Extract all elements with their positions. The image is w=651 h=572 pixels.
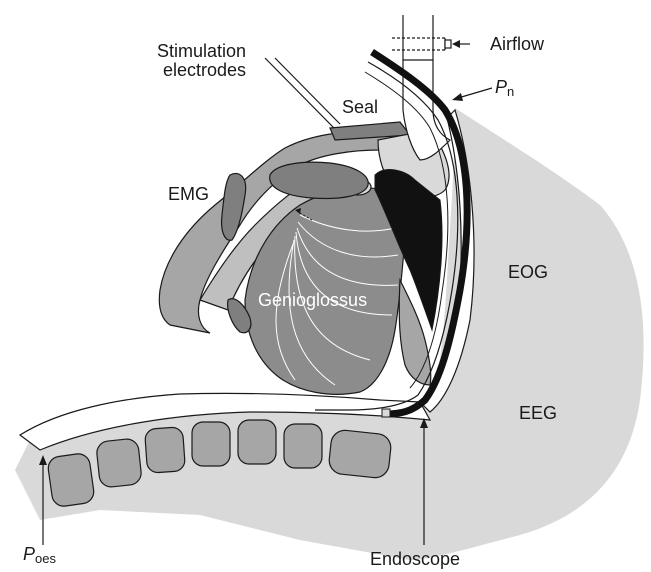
emg-label: EMG [168,185,209,203]
pn-label: Pn [495,78,514,98]
soft-palate [270,162,369,198]
pn-subscript: n [507,84,514,99]
genioglossus-label: Genioglossus [258,291,367,309]
endoscope-tip [382,409,390,417]
airflow-label: Airflow [490,35,544,53]
endoscope-label: Endoscope [370,550,460,568]
eeg-label: EEG [519,404,557,422]
stimulation-label: Stimulation electrodes [157,42,246,81]
stimulation-wires [265,58,340,128]
pn-letter: P [495,77,507,97]
airflow-tube [392,15,451,60]
seal-label: Seal [342,98,378,116]
stimulation-line-2: electrodes [157,61,246,80]
eog-label: EOG [508,263,548,281]
poes-label: Poes [23,545,56,565]
poes-letter: P [23,544,35,564]
poes-subscript: oes [35,551,56,566]
pn-arrow [452,88,492,101]
airflow-arrow [452,40,470,48]
stimulation-line-1: Stimulation [157,42,246,61]
emg-electrode [222,174,246,241]
